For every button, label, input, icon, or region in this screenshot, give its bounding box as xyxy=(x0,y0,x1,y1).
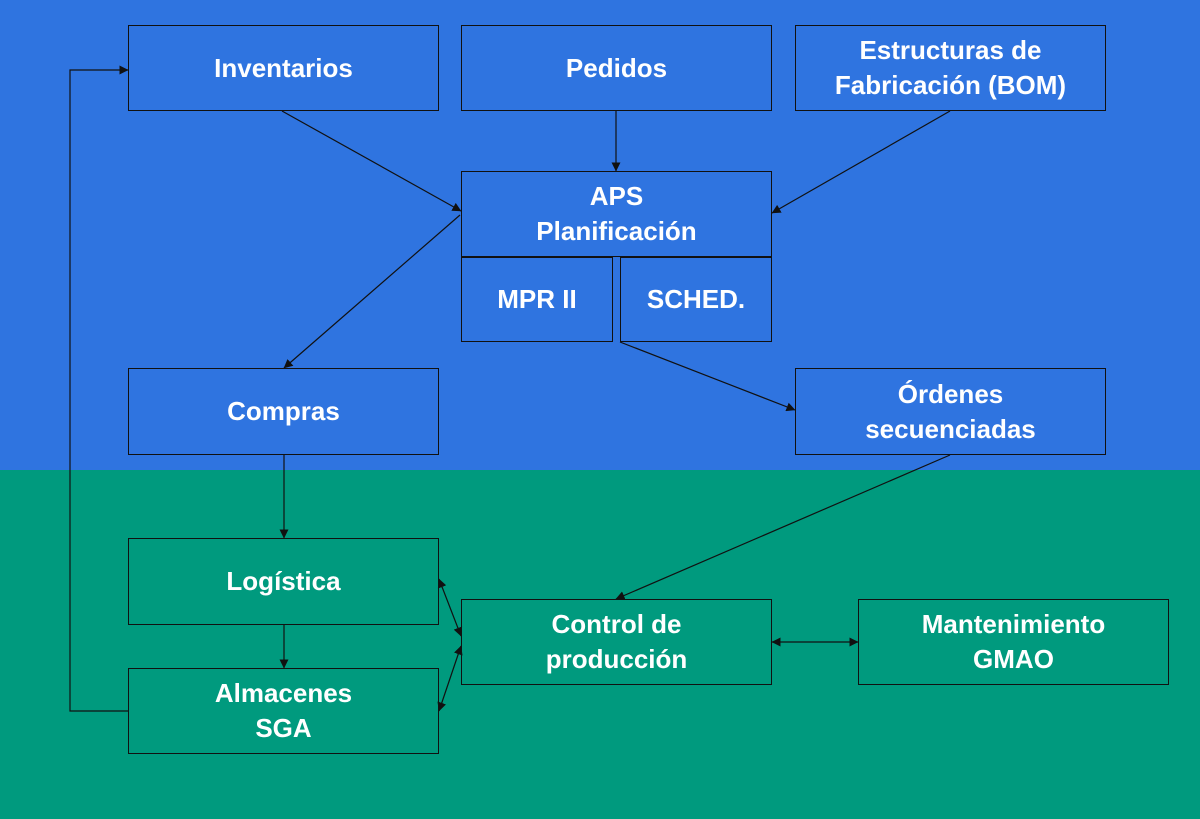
mantenimiento-box: Mantenimiento GMAO xyxy=(858,599,1169,685)
mantenimiento-label-line2: GMAO xyxy=(973,644,1054,674)
mantenimiento-label-line1: Mantenimiento xyxy=(921,609,1106,639)
arrow-bom-to-aps xyxy=(771,110,951,214)
inventarios-label: Inventarios xyxy=(214,52,353,83)
ordenes-box: Órdenes secuenciadas xyxy=(795,368,1106,455)
execution-zone-background xyxy=(0,470,1200,819)
ordenes-label-line2: secuenciadas xyxy=(865,413,1036,444)
control-label-line1: Control de xyxy=(551,609,682,639)
logistica-box: Logística xyxy=(128,538,439,625)
arrow-ordenes-to-control xyxy=(615,454,951,600)
inventarios-box: Inventarios xyxy=(128,25,439,111)
sched-label: SCHED. xyxy=(646,284,746,314)
arrow-inventarios-to-aps xyxy=(281,110,462,212)
arrow-almacenes-control xyxy=(437,645,463,712)
bom-box: Estructuras de Fabricación (BOM) xyxy=(795,25,1106,111)
mpr-label: MPR II xyxy=(497,284,577,314)
arrow-sched-to-ordenes xyxy=(619,341,796,412)
almacenes-box: Almacenes SGA xyxy=(128,668,439,754)
aps-label-line1: APS xyxy=(589,181,644,211)
arrow-aps-to-compras xyxy=(283,214,461,369)
sched-box: SCHED. xyxy=(620,257,772,342)
compras-box: Compras xyxy=(128,368,439,455)
arrow-logistica-control xyxy=(437,578,463,637)
aps-box: APS Planificación xyxy=(461,171,772,257)
control-produccion-box: Control de producción xyxy=(461,599,772,685)
logistica-label: Logística xyxy=(226,566,341,596)
control-label-line2: producción xyxy=(545,644,688,674)
almacenes-label-line1: Almacenes xyxy=(214,678,353,708)
bom-label-line1: Estructuras de xyxy=(859,35,1042,65)
mpr-box: MPR II xyxy=(461,257,613,342)
almacenes-label-line2: SGA xyxy=(255,713,312,743)
compras-label: Compras xyxy=(227,396,340,426)
arrow-almacenes-feedback-to-inventarios xyxy=(69,65,129,712)
ordenes-label-line1: Órdenes xyxy=(897,378,1004,409)
bom-label-line2: Fabricación (BOM) xyxy=(834,70,1067,100)
aps-label-line2: Planificación xyxy=(536,216,697,246)
pedidos-label: Pedidos xyxy=(565,52,668,83)
planning-zone-background xyxy=(0,0,1200,470)
pedidos-box: Pedidos xyxy=(461,25,772,111)
